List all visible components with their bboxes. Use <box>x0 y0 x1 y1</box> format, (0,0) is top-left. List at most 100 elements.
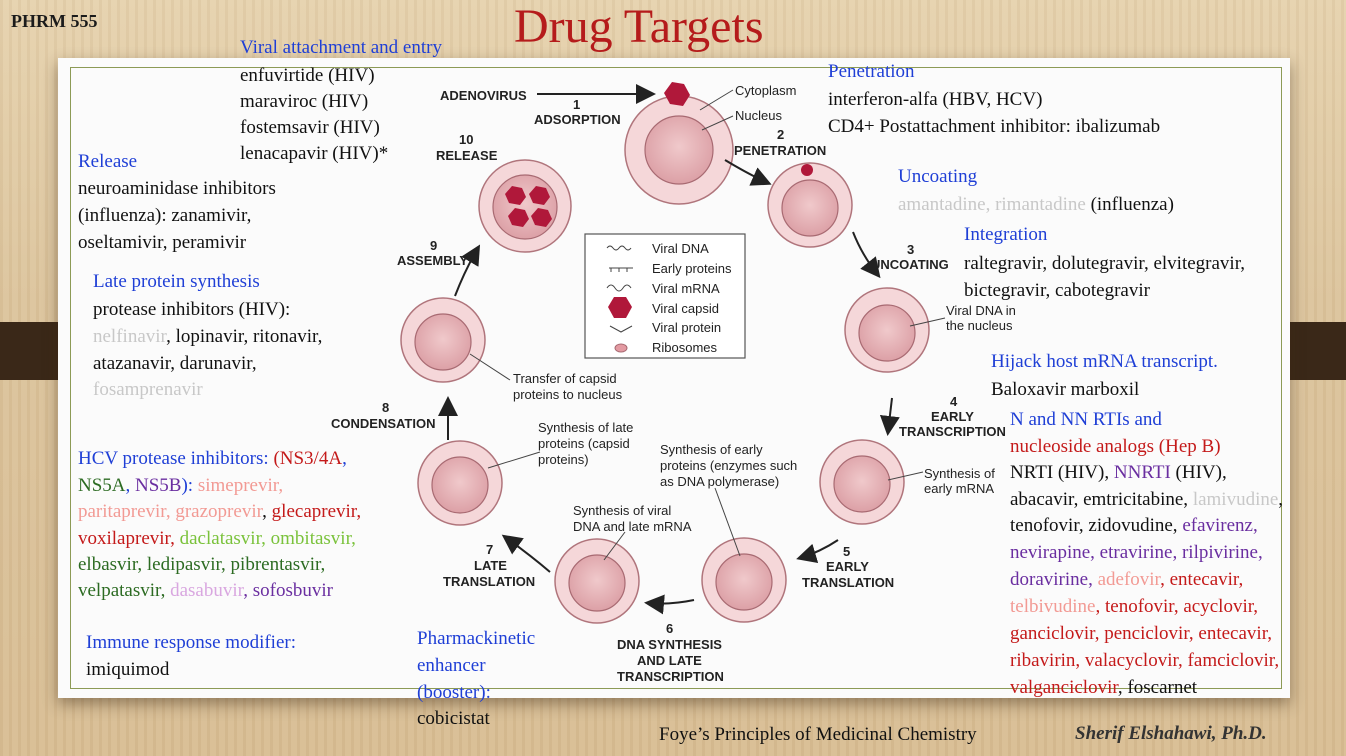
step-2-label: PENETRATION <box>734 143 827 158</box>
immune-line: imiquimod <box>86 659 170 680</box>
hcv-close: ): <box>181 475 198 496</box>
slide-frame <box>70 67 1282 689</box>
left-bracket <box>0 322 64 380</box>
step-6-label-a: DNA SYNTHESIS <box>617 637 722 652</box>
drug-grazoprevir: grazoprevir <box>175 501 263 522</box>
late-protein-line-2: nelfinavir, lopinavir, ritonavir, <box>93 324 322 350</box>
rti-l4b: , <box>1278 489 1284 510</box>
cell-early-translation <box>701 537 787 623</box>
step-10-number: 10 <box>459 132 474 147</box>
legend-early-proteins: Early proteins <box>652 261 732 276</box>
hcv-line-3: paritaprevir, grazoprevir, glecaprevir, <box>78 501 362 522</box>
step-1-label: ADSORPTION <box>534 112 621 127</box>
course-code: PHRM 555 <box>11 11 98 31</box>
step-6-label-b: AND LATE <box>637 653 702 668</box>
drug-telbivudine: telbivudine <box>1010 596 1096 617</box>
drug-doravirine: doravirine, <box>1010 569 1098 590</box>
step-1-number: 1 <box>573 97 581 112</box>
uncoating-rest: (influenza) <box>1085 194 1174 215</box>
step-9-number: 9 <box>430 238 438 253</box>
late-protein-heading: Late protein synthesis <box>93 271 260 292</box>
drug-nelfinavir: nelfinavir <box>93 326 167 347</box>
rti-line-9: ganciclovir, penciclovir, entecavir, <box>1010 623 1273 644</box>
uncoating-line: amantadine, rimantadine (influenza) <box>898 192 1174 218</box>
footer-source: Foye’s Principles of Medicinal Chemistry <box>659 724 977 745</box>
step-8-label: CONDENSATION <box>331 416 436 431</box>
legend-viral-dna: Viral DNA <box>652 241 709 256</box>
rti-l4a: abacavir, emtricitabine, <box>1010 489 1193 510</box>
release-line-3: oseltamivir, peramivir <box>78 232 247 253</box>
label-transfer-2: proteins to nucleus <box>513 387 623 402</box>
rti-nrti: NRTI (HIV), <box>1010 462 1114 483</box>
step-9-label: ASSEMBLY <box>397 253 469 268</box>
hcv-line-2: NS5A, NS5B): simeprevir, <box>78 473 283 499</box>
hcv-ns5b: NS5B <box>135 475 182 496</box>
pk-line-1: Pharmackinetic <box>417 628 536 649</box>
release-line-1: neuroaminidase inhibitors <box>78 178 276 199</box>
drug-fosamprenavir: fosamprenavir <box>93 379 203 400</box>
step-7-label-b: TRANSLATION <box>443 574 536 589</box>
attachment-heading: Viral attachment and entry <box>240 37 442 58</box>
legend-viral-capsid: Viral capsid <box>652 301 719 316</box>
step-10-label: RELEASE <box>436 148 498 163</box>
cell-adsorption <box>624 95 734 205</box>
step-5-label-b: TRANSLATION <box>802 575 895 590</box>
drug-sofosbuvir: sofosbuvir <box>252 580 333 601</box>
cell-condensation <box>400 297 486 383</box>
attachment-line-3: fostemsavir (HIV) <box>240 117 380 138</box>
uncoating-heading: Uncoating <box>898 166 978 187</box>
integration-line-2: bictegravir, cabotegravir <box>964 280 1150 301</box>
step-7-number: 7 <box>486 542 494 557</box>
hijack-heading: Hijack host mRNA transcript. <box>991 351 1218 372</box>
label-nucleus: Nucleus <box>735 108 782 123</box>
hcv-ns5a: NS5A <box>78 475 126 496</box>
integration-heading: Integration <box>964 224 1048 245</box>
rti-l5a: tenofovir, zidovudine, <box>1010 515 1183 536</box>
hcv-line-4: voxilaprevir, daclatasvir, ombitasvir, <box>78 528 356 549</box>
rti-line-10: ribavirin, valacyclovir, famciclovir, <box>1010 650 1280 671</box>
label-transfer-1: Transfer of capsid <box>513 371 617 386</box>
attachment-line-1: enfuvirtide (HIV) <box>240 65 375 86</box>
label-cytoplasm: Cytoplasm <box>735 83 797 98</box>
cell-penetration <box>767 162 853 248</box>
hcv-line-5: elbasvir, ledipasvir, pibrentasvir, <box>78 554 326 575</box>
step-4-number: 4 <box>950 394 958 409</box>
step-2-number: 2 <box>777 127 785 142</box>
cell-dna-synthesis <box>554 538 640 624</box>
rti-heading-2: nucleoside analogs (Hep B) <box>1010 436 1221 457</box>
release-heading: Release <box>78 151 138 172</box>
penetration-line-2: CD4+ Postattachment inhibitor: ibalizuma… <box>828 116 1161 137</box>
hcv-line-1: HCV protease inhibitors: (NS3/4A, <box>78 446 347 472</box>
rti-nnrti: NNRTI <box>1113 462 1171 483</box>
legend-box <box>584 233 746 359</box>
drug-foscarnet: , foscarnet <box>1117 677 1198 698</box>
hcv-comma-2: , <box>125 475 136 496</box>
pointer-lines <box>469 89 946 561</box>
step-5-number: 5 <box>843 544 851 559</box>
rti-line-5: tenofovir, zidovudine, efavirenz, <box>1010 513 1258 539</box>
drug-valganciclovir: valganciclovir <box>1010 677 1118 698</box>
hcv-comma: , <box>342 448 347 469</box>
step-5-label-a: EARLY <box>826 559 869 574</box>
label-viral-dna-nucleus-1: Viral DNA in <box>946 303 1016 318</box>
legend-ribosomes: Ribosomes <box>652 340 718 355</box>
hijack-line: Baloxavir marboxil <box>991 379 1140 400</box>
immune-heading: Immune response modifier: <box>86 632 297 653</box>
label-synth-viral-dna-2: DNA and late mRNA <box>573 519 692 534</box>
hcv-ns34a: (NS3/4A <box>273 448 343 469</box>
label-synth-late-proteins-3: proteins) <box>538 452 589 467</box>
drug-ombitasvir: ombitasvir, <box>270 528 356 549</box>
step-4-label-b: TRANSCRIPTION <box>899 424 1006 439</box>
label-synth-late-proteins-2: proteins (capsid <box>538 436 630 451</box>
drug-entecavir: , entecavir, <box>1160 569 1244 590</box>
legend-icons <box>606 245 633 353</box>
drug-voxilaprevir: voxilaprevir, <box>78 528 175 549</box>
hcv-line-6: velpatasvir, dasabuvir, sofosbuvir <box>78 580 333 601</box>
drug-efavirenz: efavirenz, <box>1182 515 1258 536</box>
release-line-2: (influenza): zanamivir, <box>78 205 252 226</box>
drug-daclatasvir: daclatasvir <box>179 528 262 549</box>
label-viral-dna-nucleus-2: the nucleus <box>946 318 1013 333</box>
drug-amantadine-rimantadine: amantadine, rimantadine <box>898 194 1086 215</box>
rti-l8: , tenofovir, acyclovir, <box>1095 596 1259 617</box>
legend-viral-mrna: Viral mRNA <box>652 281 720 296</box>
